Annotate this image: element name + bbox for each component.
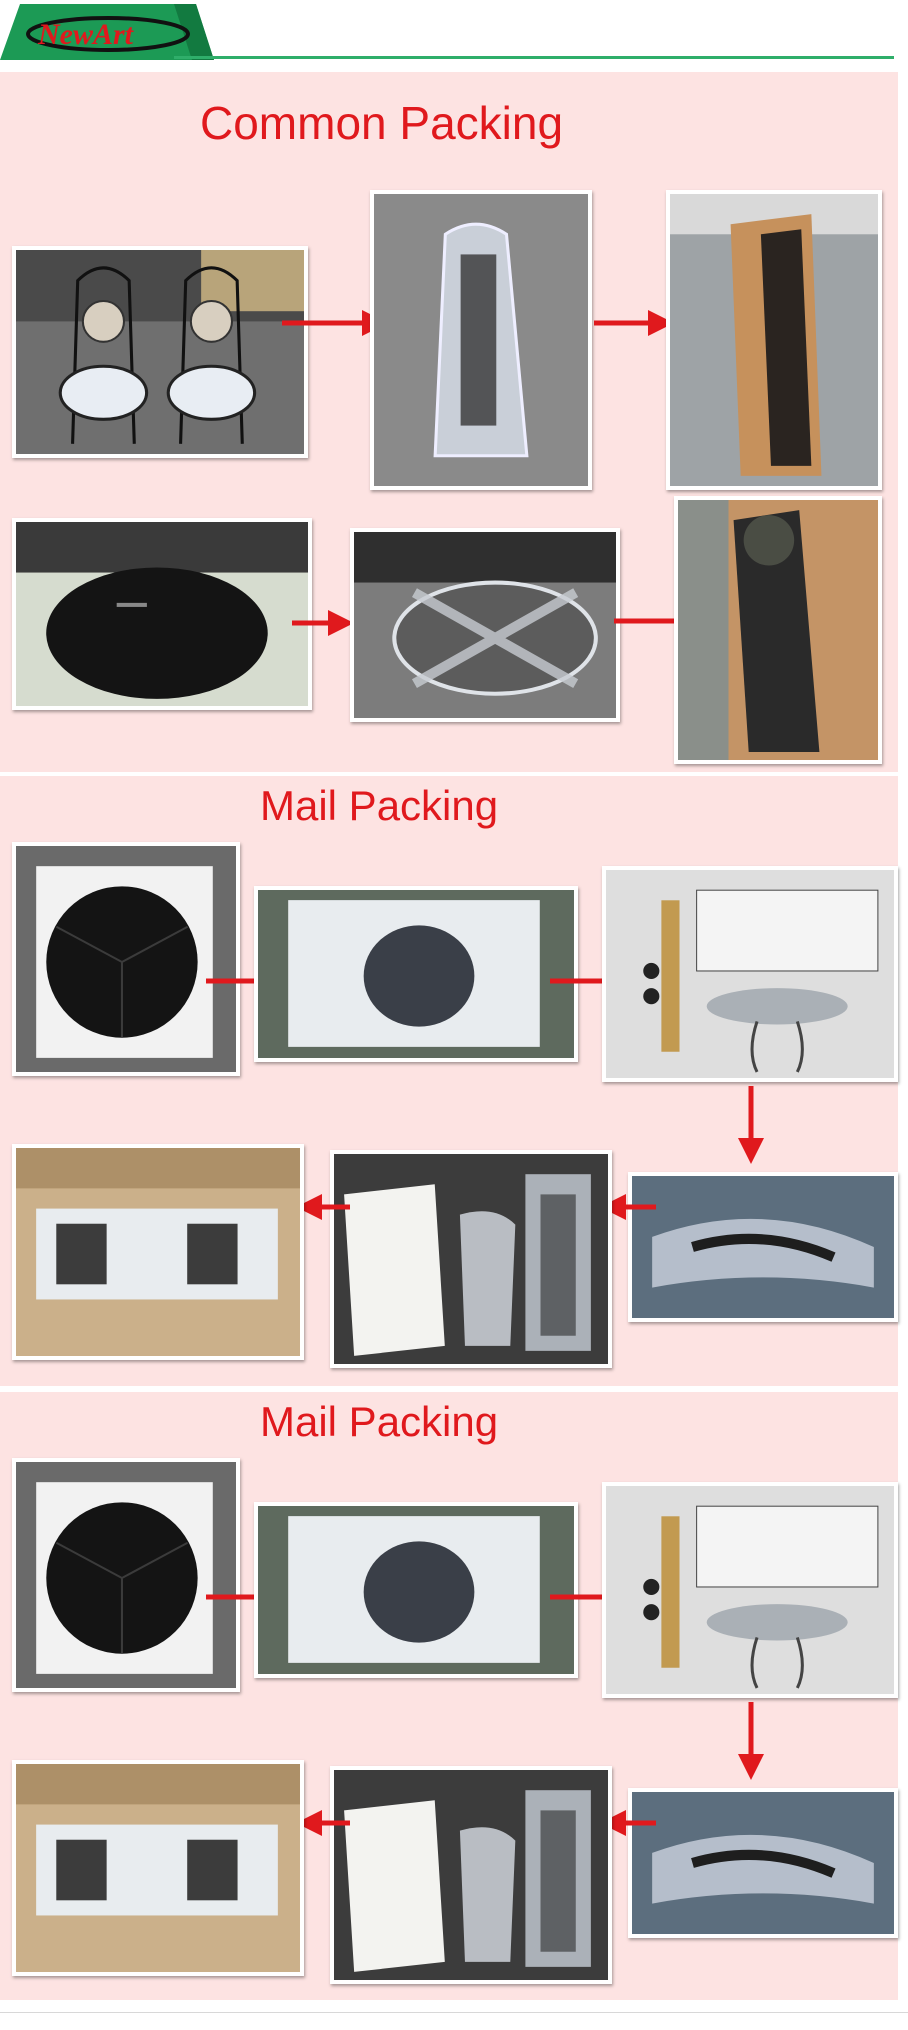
- photo-mail-box: [12, 1144, 304, 1360]
- arrow-down-icon: [738, 1702, 764, 1780]
- photo-flat-table-top: [12, 842, 240, 1076]
- logo-text: NewArt: [37, 18, 135, 51]
- arrow-left-icon: [296, 1810, 350, 1836]
- section-mail-packing-1: Mail Packing: [0, 776, 898, 1386]
- photo-hardware-kit: [602, 866, 898, 1082]
- header-divider: [174, 56, 894, 59]
- section-common-packing: Common Packing: [0, 72, 898, 772]
- header: NewArt: [0, 0, 908, 66]
- photo-wrapped-frame: [628, 1788, 898, 1938]
- photo-hardware-kit: [602, 1482, 898, 1698]
- arrow-right-icon: [594, 310, 674, 336]
- section-mail-packing-2: Mail Packing: [0, 1392, 898, 2000]
- page-divider: [0, 2012, 908, 2013]
- photo-wrapped-table-top: [350, 528, 620, 722]
- photo-packed-parts: [330, 1766, 612, 1984]
- photo-chairs: [12, 246, 308, 458]
- brand-logo: NewArt: [0, 4, 214, 60]
- photo-wrapped-chair: [370, 190, 592, 490]
- photo-table-top: [12, 518, 312, 710]
- arrow-left-icon: [296, 1194, 350, 1220]
- arrow-right-icon: [292, 610, 354, 636]
- arrow-down-icon: [738, 1086, 764, 1164]
- arrow-left-icon: [600, 1194, 656, 1220]
- photo-foam-wrapped-top: [254, 886, 578, 1062]
- arrow-left-icon: [600, 1810, 656, 1836]
- section-heading: Mail Packing: [260, 1398, 499, 1445]
- photo-chair-in-box: [666, 190, 882, 490]
- section-heading: Mail Packing: [260, 782, 499, 829]
- photo-mail-box: [12, 1760, 304, 1976]
- photo-foam-wrapped-top: [254, 1502, 578, 1678]
- photo-packed-parts: [330, 1150, 612, 1368]
- photo-table-in-box: [674, 496, 882, 764]
- photo-wrapped-frame: [628, 1172, 898, 1322]
- section-heading: Common Packing: [200, 97, 564, 149]
- photo-flat-table-top: [12, 1458, 240, 1692]
